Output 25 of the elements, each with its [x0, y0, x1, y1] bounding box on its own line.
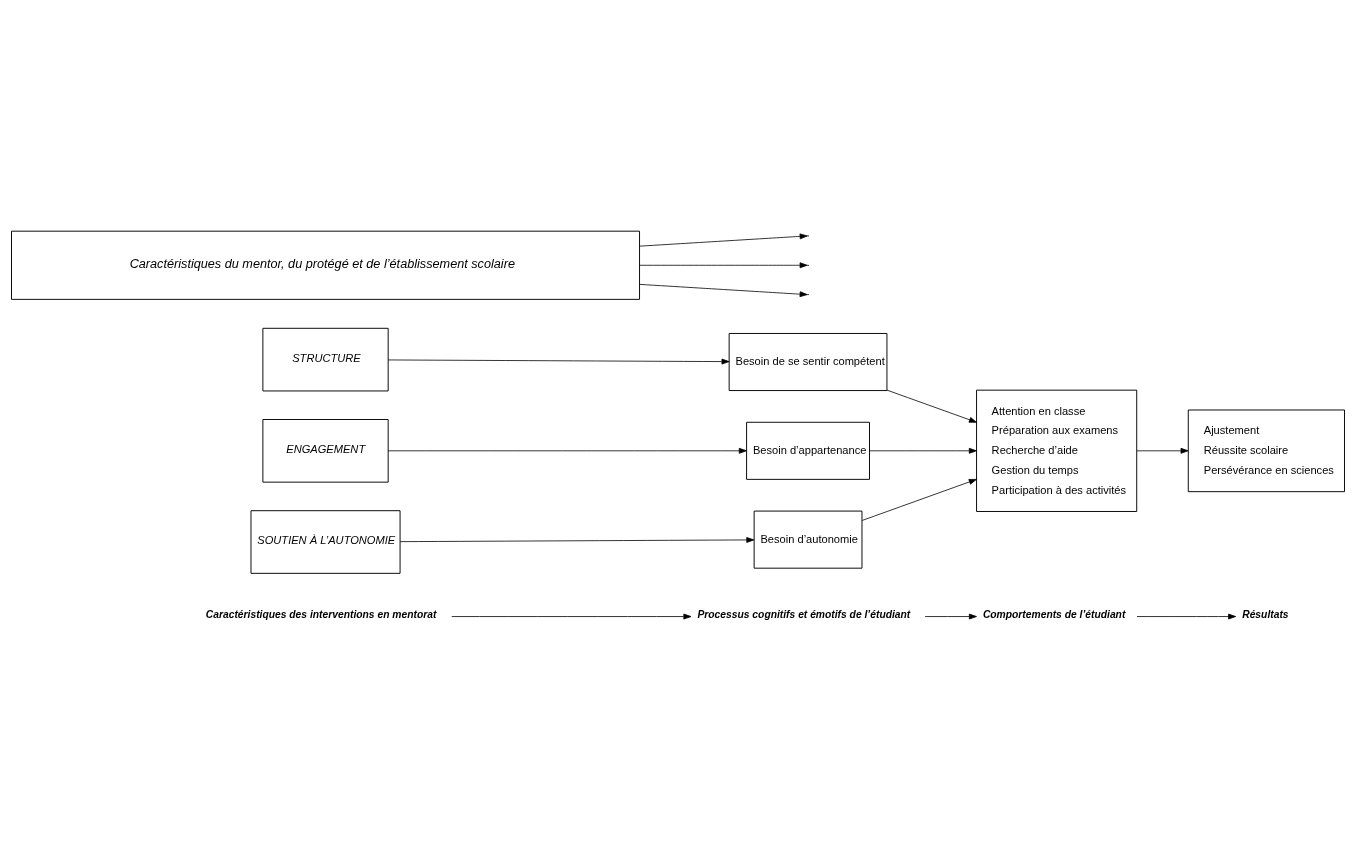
node-box: Besoin de se sentir compétent [728, 332, 888, 391]
node-box: SOUTIEN À L’AUTONOMIE [250, 509, 401, 574]
node-box: ENGAGEMENT [262, 418, 389, 483]
node-box: Attention en classe Préparation aux examens Recherche d’aide Gestion du temps Participation à des activités [976, 389, 1138, 512]
arrow [387, 447, 747, 454]
node-text: Résultats [1242, 608, 1289, 620]
arrow [1136, 613, 1237, 619]
arrow [399, 536, 755, 543]
arrow [451, 613, 692, 619]
node-text: Caractéristiques des interventions en mentorat [205, 608, 437, 620]
arrow [639, 261, 808, 268]
node-text: Comportements de l’étudiant [982, 608, 1126, 620]
arrow [387, 358, 730, 364]
node-box: STRUCTURE [262, 327, 389, 391]
node-box: Ajustement Réussite scolaire Persévérance en sciences [1187, 409, 1345, 492]
node-box: Caractéristiques du mentor, du protégé et de l’établissement scolaire [11, 230, 640, 300]
arrow [1136, 447, 1189, 454]
arrow [924, 613, 977, 619]
arrow [639, 233, 808, 247]
arrow [861, 478, 977, 521]
arrow [869, 447, 977, 454]
node-text: Processus cognitifs et émotifs de l’étudiant [697, 608, 911, 620]
node-box: Besoin d’autonomie [753, 510, 863, 569]
arrow [886, 389, 977, 423]
node-box: Besoin d’appartenance [746, 421, 870, 480]
